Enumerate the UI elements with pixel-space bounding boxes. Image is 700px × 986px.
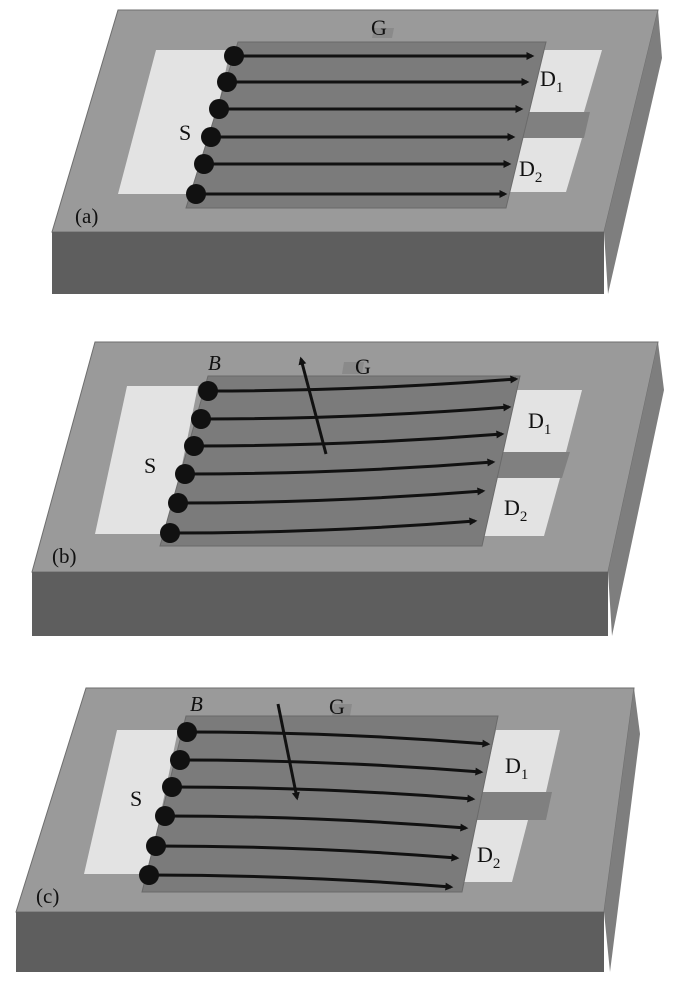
channel xyxy=(141,715,499,893)
drain-1-label: D1 xyxy=(505,753,528,783)
current-path xyxy=(155,844,460,862)
gate-tab xyxy=(372,28,394,38)
electron-marker xyxy=(198,381,218,401)
current-path xyxy=(184,458,496,476)
drain-2-label: D2 xyxy=(504,495,527,525)
drain-separator xyxy=(518,112,590,138)
source-label: S xyxy=(144,453,156,478)
gate-tab xyxy=(342,362,364,374)
electron-marker xyxy=(155,806,175,826)
electron-marker xyxy=(170,750,190,770)
gate-label: G xyxy=(329,694,345,719)
current-path xyxy=(200,403,512,421)
current-paths xyxy=(196,52,535,198)
current-path xyxy=(179,758,484,776)
current-path xyxy=(148,873,454,891)
electron-marker xyxy=(209,99,229,119)
electron-marker xyxy=(139,865,159,885)
electron-marker xyxy=(146,836,166,856)
magnetic-field-arrow xyxy=(276,703,300,801)
drain-1-electrode xyxy=(526,50,602,112)
channel xyxy=(185,41,547,209)
electron-marker xyxy=(160,523,180,543)
electron-marker xyxy=(191,409,211,429)
magnetic-field-label: B xyxy=(190,692,203,716)
electron-marker xyxy=(201,127,221,147)
gate-label: G xyxy=(355,354,371,379)
electron-markers xyxy=(186,46,244,204)
substrate-front xyxy=(52,232,604,294)
drain-1-label: D1 xyxy=(528,408,551,438)
current-path xyxy=(207,375,519,393)
electron-marker xyxy=(168,493,188,513)
substrate-front xyxy=(16,912,604,972)
electron-marker xyxy=(184,436,204,456)
substrate-side xyxy=(604,688,640,972)
current-paths xyxy=(169,375,519,535)
electron-marker xyxy=(194,154,214,174)
current-path xyxy=(169,517,478,535)
electron-markers xyxy=(139,722,197,885)
drain-1-electrode xyxy=(500,390,582,452)
magnetic-field-label: B xyxy=(208,351,221,375)
drain-2-label: D2 xyxy=(477,842,500,872)
panel-tag: (c) xyxy=(36,884,59,908)
panel-b: B S G D1 D2 (b) xyxy=(31,341,664,636)
drain-1-label: D1 xyxy=(540,66,563,96)
panel-a: S G D1 D2 (a) xyxy=(51,9,662,294)
electron-marker xyxy=(162,777,182,797)
electron-marker xyxy=(217,72,237,92)
current-paths xyxy=(148,730,491,891)
current-path xyxy=(186,730,491,748)
gate-tab xyxy=(332,704,352,716)
electron-marker xyxy=(177,722,197,742)
electron-marker xyxy=(186,184,206,204)
drain-separator xyxy=(488,452,570,478)
electron-marker xyxy=(224,46,244,66)
drain-separator xyxy=(470,792,552,820)
current-path xyxy=(177,487,486,505)
substrate-front xyxy=(32,572,608,636)
drain-2-electrode xyxy=(506,138,582,192)
panel-tag: (b) xyxy=(52,544,77,568)
source-label: S xyxy=(130,786,142,811)
electron-marker xyxy=(175,464,195,484)
drain-2-label: D2 xyxy=(519,156,542,186)
current-path xyxy=(171,785,476,803)
drain-1-electrode xyxy=(482,730,560,792)
gate-label: G xyxy=(371,15,387,40)
panel-tag: (a) xyxy=(75,204,98,228)
panel-c: B S G D1 D2 (c) xyxy=(15,687,640,972)
substrate-side xyxy=(608,342,664,636)
electron-markers xyxy=(160,381,218,543)
substrate-side xyxy=(604,10,662,294)
current-path xyxy=(164,814,469,832)
magnetic-field-arrow xyxy=(298,356,328,455)
source-label: S xyxy=(179,120,191,145)
drain-2-electrode xyxy=(478,478,560,536)
current-path xyxy=(193,430,505,448)
